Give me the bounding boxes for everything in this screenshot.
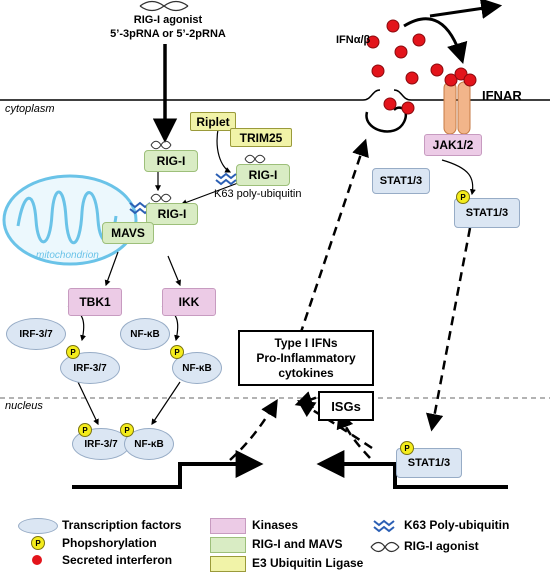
legend-interferon-dot — [32, 555, 42, 565]
ubiquitin-chain-icon — [215, 172, 237, 186]
rigi-mitochondrial-label: RIG-I — [157, 207, 187, 221]
gene-right — [316, 450, 508, 489]
phospho-label: P — [82, 425, 88, 435]
nfkb-inactive-label: NF-κB — [130, 328, 160, 340]
mavs-label: MAVS — [111, 226, 145, 240]
jak-label: JAK1/2 — [432, 138, 474, 152]
isgs-label: ISGs — [331, 398, 361, 414]
stat-nuclear-label: STAT1/3 — [407, 457, 451, 469]
legend-agonist-helix-icon — [370, 541, 400, 553]
rigi-ubiquitinated: RIG-I — [236, 164, 290, 186]
gene-left — [72, 450, 264, 489]
riplet-ligase: Riplet — [190, 112, 236, 131]
dashed-stat-to-nucleus — [426, 227, 472, 432]
mitochondrion-label: mitochondrion — [36, 250, 99, 261]
arrow-ub-rigi-to-rigi — [180, 182, 239, 206]
nfkb-nuclear-label: NF-κB — [134, 438, 164, 450]
nfkb-phosphorylated-label: NF-κB — [182, 362, 212, 374]
dashed-ifn-secretion — [298, 138, 369, 336]
jak-kinase: JAK1/2 — [424, 134, 482, 156]
phospho-marker: P — [456, 190, 470, 204]
secreted-interferon-dots — [366, 19, 477, 115]
phospho-marker: P — [66, 345, 80, 359]
ifnar-label: IFNAR — [482, 88, 522, 103]
type1-ifn-line: Type I IFNs — [274, 335, 338, 350]
phospho-marker: P — [170, 345, 184, 359]
agonist-title: RIG-I agonist — [133, 14, 203, 26]
mavs-adaptor: MAVS — [102, 222, 154, 244]
arrow-ifn-to-receptor — [403, 17, 468, 65]
cytokines-line: cytokines — [278, 365, 334, 380]
ikk-label: IKK — [178, 295, 200, 309]
phospho-label: P — [70, 347, 76, 357]
legend-swatch-tf — [18, 518, 58, 534]
phospho-marker: P — [78, 423, 92, 437]
arrow-nfkb-to-nucleus — [151, 381, 181, 425]
rna-helix-icon — [150, 193, 172, 203]
irf-inactive-label: IRF-3/7 — [19, 328, 53, 340]
arrow-mavs-to-tbk1 — [104, 251, 119, 287]
irf-nuclear-label: IRF-3/7 — [84, 438, 118, 450]
tbk1-label: TBK1 — [79, 295, 111, 309]
legend: Transcription factors P Phopshorylation … — [0, 512, 550, 586]
legend-rigi-label: RIG-I and MAVS — [252, 537, 343, 551]
legend-kinase-label: Kinases — [252, 518, 299, 532]
rigi-ubiquitinated-label: RIG-I — [248, 168, 278, 182]
legend-k63-label: K63 Poly-ubiquitin — [404, 518, 510, 532]
ifnar-receptor — [443, 81, 471, 135]
legend-phospho-text: P — [35, 538, 41, 548]
trim25-label: TRIM25 — [239, 130, 283, 145]
legend-swatch-kinase — [210, 518, 246, 534]
isgs-output-box: ISGs — [318, 391, 374, 421]
phospho-marker: P — [120, 423, 134, 437]
arrow-jak-phospho — [441, 159, 476, 196]
k63-polyubiquitin-label: K63 poly-ubiquitin — [214, 188, 302, 200]
ifn-label: IFNα/β — [336, 34, 371, 46]
proinflammatory-line: Pro-Inflammatory — [256, 350, 356, 365]
legend-ubiquitin-icon — [373, 519, 395, 533]
legend-interferon-label: Secreted interferon — [62, 553, 173, 567]
stat-phosphorylated-label: STAT1/3 — [465, 207, 509, 219]
legend-e3-label: E3 Ubiquitin Ligase — [252, 556, 364, 570]
rigi-sensor: RIG-I — [144, 150, 198, 172]
plasma-membrane — [0, 89, 550, 101]
legend-phospho-icon: P — [31, 536, 45, 550]
riplet-label: Riplet — [196, 114, 230, 129]
stat-inactive: STAT1/3 — [372, 168, 430, 194]
ikk-kinase: IKK — [162, 288, 216, 316]
phospho-label: P — [404, 443, 410, 453]
agonist-helix-top — [139, 0, 189, 12]
trim25-ligase: TRIM25 — [230, 128, 292, 147]
legend-swatch-e3 — [210, 556, 246, 572]
phospho-label: P — [124, 425, 130, 435]
phospho-marker: P — [400, 441, 414, 455]
arrow-irf-to-nucleus — [77, 381, 99, 426]
irf-inactive: IRF-3/7 — [6, 318, 66, 350]
legend-tf-label: Transcription factors — [62, 518, 182, 532]
endosome-vesicle — [365, 106, 408, 133]
rna-helix-icon — [244, 154, 266, 164]
nucleus-label: nucleus — [5, 400, 43, 412]
tbk1-kinase: TBK1 — [68, 288, 122, 316]
phospho-label: P — [174, 347, 180, 357]
rigi-sensor-label: RIG-I — [156, 154, 186, 168]
legend-agonist-label: RIG-I agonist — [404, 539, 479, 553]
rigi-mitochondrial: RIG-I — [146, 203, 198, 225]
arrow-mavs-to-ikk — [167, 255, 181, 287]
nfkb-inactive: NF-κB — [120, 318, 170, 350]
dashed-gene-to-ifn — [229, 399, 278, 461]
legend-phospho-label: Phopshorylation — [62, 536, 157, 550]
cytoplasm-label: cytoplasm — [5, 103, 55, 115]
agonist-subtitle: 5’-3pRNA or 5’-2pRNA — [110, 28, 226, 40]
rna-helix-icon — [150, 140, 172, 150]
legend-swatch-rigi — [210, 537, 246, 553]
type1-ifn-output-box: Type I IFNs Pro-Inflammatory cytokines — [238, 330, 374, 386]
stat-inactive-label: STAT1/3 — [379, 175, 423, 187]
arrow-secreted-out — [429, 0, 503, 19]
phospho-label: P — [460, 192, 466, 202]
irf-phosphorylated-label: IRF-3/7 — [73, 362, 107, 374]
